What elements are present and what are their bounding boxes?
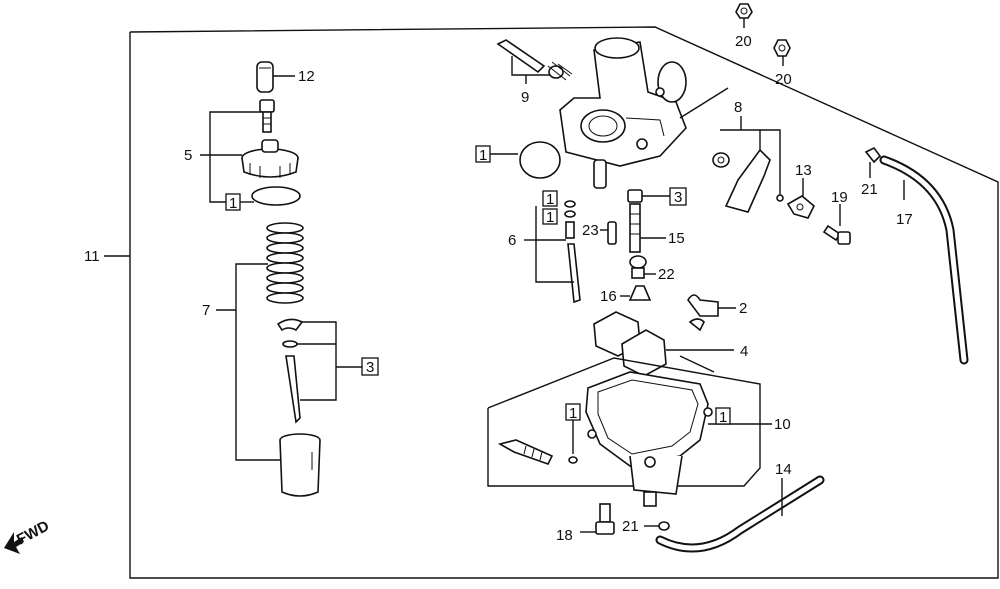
callout-22: 22: [658, 266, 675, 283]
part-9-choke-plunger: [496, 39, 573, 81]
part-12-cable-cap: [256, 61, 295, 93]
part-21-clip-upper: [864, 146, 882, 164]
callout-1-c: 1: [546, 191, 554, 208]
callout-23: 23: [582, 222, 599, 239]
callout-18: 18: [556, 527, 573, 544]
callout-5: 5: [184, 147, 192, 164]
part-22-main-jet: [629, 255, 647, 279]
callout-15: 15: [668, 230, 685, 247]
part-o-ring: [519, 141, 561, 179]
callout-16: 16: [600, 288, 617, 305]
callout-19: 19: [831, 189, 848, 206]
callout-1-box-d: [542, 208, 558, 225]
callout-20-b: 20: [775, 71, 792, 88]
callout-2: 2: [739, 300, 747, 317]
part-10-float-bowl: [585, 371, 713, 507]
part-13-clamp: [786, 195, 815, 219]
callout-9: 9: [521, 89, 529, 106]
callout-21-b: 21: [622, 518, 639, 535]
callout-1-b: 1: [479, 147, 487, 164]
fwd-arrow-icon: [4, 532, 24, 554]
part-4-float: [593, 311, 715, 377]
part-20-nut-b: [773, 39, 791, 57]
callout-20-a: 20: [735, 33, 752, 50]
part-gasket-ring: [251, 186, 301, 206]
callout-21-a: 21: [861, 181, 878, 198]
part-7-spring: [266, 222, 304, 304]
part-throttle-valve: [279, 433, 321, 497]
callout-1-box-e: [715, 407, 731, 425]
callout-8: 8: [734, 99, 742, 116]
part-jet-needle: [285, 355, 301, 424]
part-17-overflow-tube: [879, 155, 969, 365]
callout-10: 10: [774, 416, 791, 433]
callout-1-a: 1: [229, 195, 237, 212]
part-21-clip-lower: [658, 521, 670, 531]
callout-14: 14: [775, 461, 792, 478]
part-needle-clip: [276, 318, 304, 348]
part-23-slow-jet: [607, 221, 617, 245]
callout-4: 4: [740, 343, 748, 360]
part-8-throttle-stop: [712, 148, 784, 213]
part-14-drain-tube: [655, 475, 825, 553]
fwd-label: FWD: [14, 517, 52, 548]
callout-13: 13: [795, 162, 812, 179]
part-adjuster-nut: [259, 99, 275, 133]
part-2-float-pin: [687, 294, 719, 332]
callout-3-b: 3: [674, 189, 682, 206]
callout-3-box-b: [669, 187, 687, 206]
callout-6: 6: [508, 232, 516, 249]
part-drain-screw: [497, 439, 554, 465]
callout-1-f: 1: [569, 405, 577, 422]
part-16-float-valve: [628, 285, 652, 301]
callout-11: 11: [84, 248, 100, 265]
callout-1-box-c: [542, 190, 558, 207]
callout-17: 17: [896, 211, 913, 228]
bowl-subassembly-frame: [487, 357, 761, 487]
callout-3-box-a: [361, 357, 379, 376]
callout-3-a: 3: [366, 359, 374, 376]
assembly-frame: [129, 26, 999, 579]
part-20-nut-a: [735, 3, 753, 19]
part-6-pilot-screw: [564, 200, 581, 304]
callout-1-d: 1: [546, 209, 554, 226]
part-5-top-cap: [241, 139, 299, 178]
part-carburetor-body: [559, 37, 687, 189]
callout-12: 12: [298, 68, 315, 85]
callout-1-e: 1: [719, 409, 727, 426]
callout-7: 7: [202, 302, 210, 319]
part-15-needle-jet-holder: [627, 189, 643, 253]
part-19-screw: [822, 224, 851, 245]
part-18-screw: [595, 503, 615, 535]
